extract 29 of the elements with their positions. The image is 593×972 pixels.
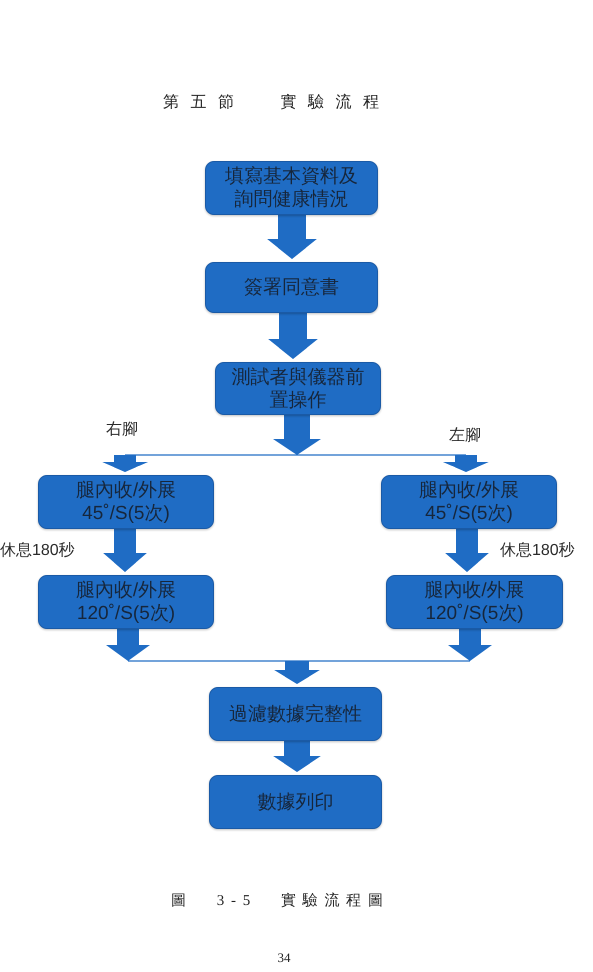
node-text: 腿內收/外展 120˚/S(5次) — [423, 579, 526, 625]
process-box — [381, 475, 557, 529]
arrow — [297, 454, 489, 472]
process-box — [38, 475, 214, 529]
arrow — [267, 215, 317, 259]
arrow — [445, 529, 489, 572]
title: 第五節 實驗流程 — [163, 93, 390, 113]
arrow — [102, 454, 297, 472]
page-number: 34 — [276, 949, 292, 967]
node-text: 過濾數據完整性 — [229, 702, 362, 726]
process-box — [215, 362, 381, 415]
node-text: 腿內收/外展 120˚/S(5次) — [74, 579, 178, 625]
node-text: 測試者與儀器前置操作 — [230, 366, 366, 412]
node-text: 腿內收/外展 45˚/S(5次) — [74, 479, 178, 525]
caption: 圖 3-5 實驗流程圖 — [171, 891, 390, 911]
arrow — [274, 661, 320, 684]
node-text: 填寫基本資料及詢問健康情況 — [224, 165, 359, 211]
arrow — [268, 313, 318, 359]
process-box — [205, 161, 378, 215]
arrow — [103, 529, 147, 572]
node-text: 數據列印 — [258, 790, 334, 814]
process-box — [209, 687, 382, 741]
process-box — [38, 575, 214, 629]
arrow — [273, 741, 321, 772]
process-box — [205, 262, 378, 313]
node-text: 腿內收/外展 45˚/S(5次) — [418, 479, 520, 525]
node-text: 簽署同意書 — [244, 276, 339, 299]
process-box — [209, 775, 382, 829]
process-box — [386, 575, 563, 629]
